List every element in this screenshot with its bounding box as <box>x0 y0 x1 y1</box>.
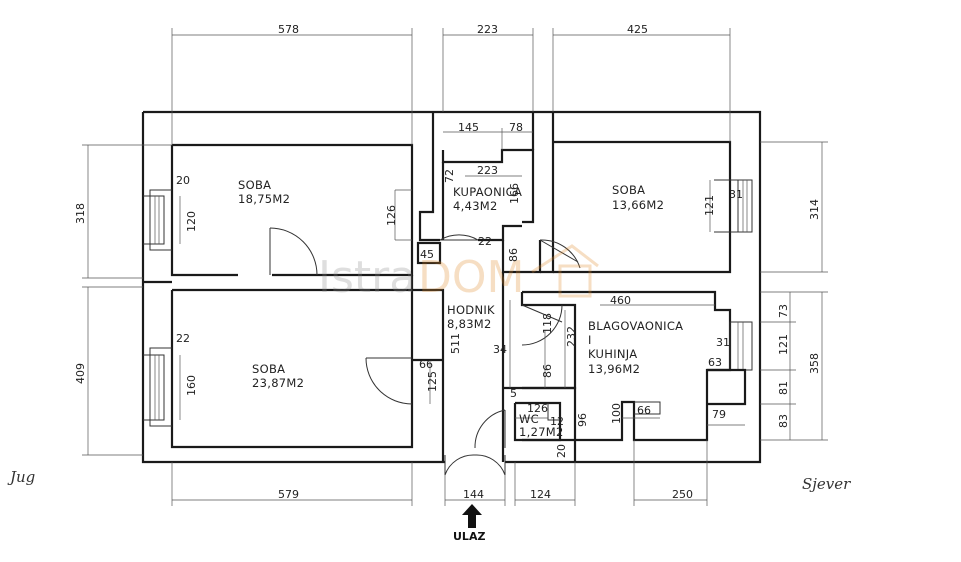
dim-bath-223: 223 <box>477 164 498 177</box>
room-area-kupaonica: 4,43M2 <box>453 199 498 213</box>
room-name-soba-bottom-left: SOBA <box>252 362 285 376</box>
dim-hall-232: 232 <box>565 326 578 347</box>
entrance-arrow-icon <box>462 504 482 528</box>
dim-hall-511: 511 <box>449 333 462 354</box>
dim-bottom-1: 579 <box>278 488 299 501</box>
dim-hall-5: 5 <box>510 387 517 400</box>
room-area-soba-right: 13,66M2 <box>612 198 664 212</box>
dim-hall-118: 118 <box>541 313 554 334</box>
dim-top-2: 223 <box>477 23 498 36</box>
watermark-dom: DOM <box>418 252 524 303</box>
dim-hall-34: 34 <box>493 343 507 356</box>
left-window-bottom <box>143 347 172 427</box>
dim-right-2: 358 <box>808 353 821 374</box>
watermark-istra: Istra <box>318 252 416 303</box>
dim-bath-78: 78 <box>509 121 523 134</box>
room-name-soba-top-left: SOBA <box>238 178 271 192</box>
dim-win-20: 20 <box>176 174 190 187</box>
dim-right-seg-1: 73 <box>777 304 790 318</box>
dim-kit-66: 66 <box>637 404 651 417</box>
dim-kit-79: 79 <box>712 408 726 421</box>
room-name-i: I <box>588 333 592 347</box>
room-name-soba-right: SOBA <box>612 183 645 197</box>
dim-right-121: 121 <box>703 195 716 216</box>
wc-walls <box>503 386 577 462</box>
orientation-jug: Jug <box>7 468 35 486</box>
watermark: Istra DOM <box>318 244 599 303</box>
dim-kit-31: 31 <box>716 336 730 349</box>
room-area-wc: 1,27M2 <box>519 425 564 439</box>
room-area-hodnik: 8,83M2 <box>447 317 492 331</box>
watermark-roof-icon <box>531 244 599 274</box>
room-name-kuhinja: KUHINJA <box>588 347 637 361</box>
dim-wall-45: 45 <box>420 248 434 261</box>
dim-right-seg-4: 83 <box>777 414 790 428</box>
room-name-kupaonica: KUPAONICA <box>453 185 522 199</box>
room-name-wc: WC <box>519 412 539 426</box>
dim-bottom-4: 250 <box>672 488 693 501</box>
dim-wc-20: 20 <box>555 444 568 458</box>
dim-left-2: 409 <box>74 363 87 384</box>
dim-bottom-3: 124 <box>530 488 551 501</box>
dim-kit-100: 100 <box>610 403 623 424</box>
dim-right-seg-2: 121 <box>777 334 790 355</box>
dim-hall-86: 86 <box>507 248 520 262</box>
doors <box>269 227 581 476</box>
dim-hall-86b: 86 <box>541 364 554 378</box>
dim-wall-126: 126 <box>385 205 398 226</box>
dim-right-31: 31 <box>729 188 743 201</box>
dim-wc-12: 12 <box>550 415 564 428</box>
dim-bottom-2: 144 <box>463 488 484 501</box>
outer-walls <box>141 110 762 464</box>
room-name-hodnik: HODNIK <box>447 303 495 317</box>
dim-right-1: 314 <box>808 199 821 220</box>
right-room-walls <box>553 140 753 274</box>
dim-kit-460: 460 <box>610 294 631 307</box>
dim-wc-96: 96 <box>576 413 589 427</box>
dimension-labels: 578 223 425 579 144 124 250 318 409 314 … <box>74 23 821 501</box>
room-name-blagovaonica: BLAGOVAONICA <box>588 319 683 333</box>
dim-top-3: 425 <box>627 23 648 36</box>
dim-wall-125: 125 <box>426 371 439 392</box>
dim-kit-63: 63 <box>708 356 722 369</box>
room-area-soba-bottom-left: 23,87M2 <box>252 376 304 390</box>
dim-wc-126: 126 <box>527 402 548 415</box>
dim-left-1: 318 <box>74 203 87 224</box>
dim-right-seg-3: 81 <box>777 381 790 395</box>
dim-bath-145: 145 <box>458 121 479 134</box>
entrance-label: ULAZ <box>453 530 485 543</box>
dim-win-160: 160 <box>185 375 198 396</box>
dim-wall-66: 66 <box>419 358 433 371</box>
room-area-soba-top-left: 18,75M2 <box>238 192 290 206</box>
dim-bath-72: 72 <box>443 169 456 183</box>
orientation-sjever: Sjever <box>802 475 851 493</box>
dim-bath-166: 166 <box>508 183 521 204</box>
left-window-top <box>143 189 172 251</box>
dim-bath-22: 22 <box>478 235 492 248</box>
dim-top-1: 578 <box>278 23 299 36</box>
room-labels: SOBA 18,75M2 SOBA 23,87M2 KUPAONICA 4,43… <box>238 178 683 439</box>
dim-win-120: 120 <box>185 211 198 232</box>
dimension-lines <box>82 28 828 506</box>
dim-win-22: 22 <box>176 332 190 345</box>
room-area-blagovaonica: 13,96M2 <box>588 362 640 376</box>
